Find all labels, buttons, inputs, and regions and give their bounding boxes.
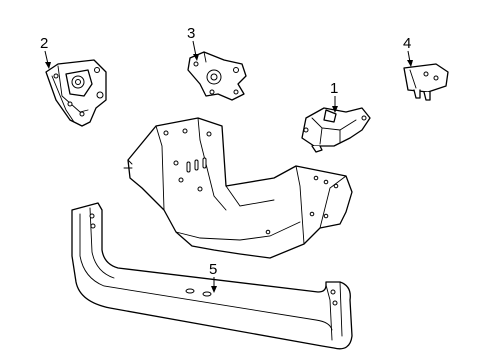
callout-5: 5 [209, 261, 217, 293]
main-crossmember-bracket[interactable] [123, 117, 353, 259]
part-3-mount-plate[interactable] [187, 51, 247, 101]
callout-3: 3 [187, 25, 199, 61]
callout-4: 4 [403, 35, 413, 67]
part-4-mount-pad[interactable] [403, 63, 449, 101]
callout-1: 1 [330, 80, 338, 113]
part-5-crossmember[interactable] [71, 202, 353, 350]
callout-4-label: 4 [403, 35, 411, 52]
part-2-mount[interactable] [45, 59, 107, 127]
callout-3-label: 3 [187, 25, 195, 42]
callout-2-label: 2 [40, 35, 48, 52]
callout-2: 2 [40, 35, 51, 69]
callout-5-label: 5 [209, 261, 217, 278]
callout-1-label: 1 [330, 80, 338, 97]
part-1-mount[interactable] [301, 107, 371, 153]
